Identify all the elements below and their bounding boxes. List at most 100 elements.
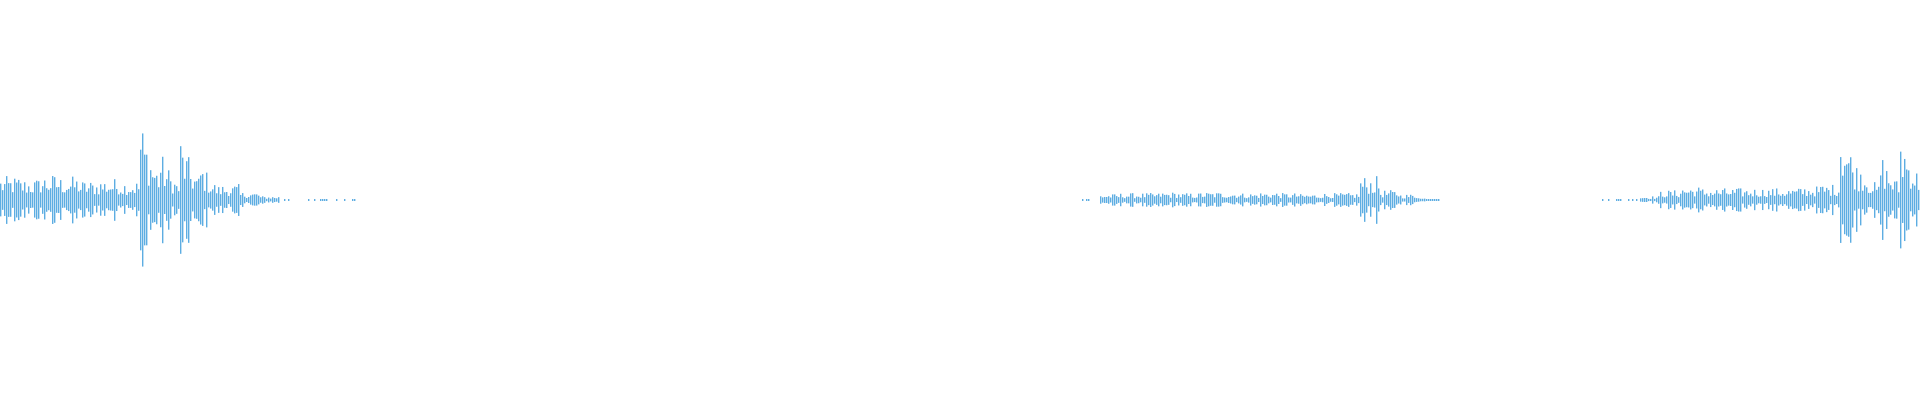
waveform-sample-bar bbox=[1796, 191, 1798, 209]
waveform-sample-bar bbox=[1344, 194, 1346, 206]
waveform-sample-bar bbox=[1400, 195, 1402, 205]
waveform-sample-bar bbox=[1724, 188, 1726, 212]
waveform-sample-bar bbox=[1692, 191, 1694, 209]
waveform-sample-bar bbox=[1178, 194, 1180, 206]
waveform-sample-bar bbox=[1322, 197, 1324, 203]
waveform-sample-bar bbox=[1892, 189, 1894, 211]
waveform-sample-bar bbox=[1628, 199, 1630, 201]
waveform-sample-bar bbox=[1780, 195, 1782, 205]
waveform-sample-bar bbox=[1346, 194, 1348, 206]
waveform-sample-bar bbox=[1384, 190, 1386, 210]
waveform-sample-bar bbox=[1298, 196, 1300, 204]
waveform-sample-bar bbox=[266, 198, 268, 202]
waveform-sample-bar bbox=[194, 181, 196, 219]
waveform-sample-bar bbox=[1360, 183, 1362, 217]
waveform-sample-bar bbox=[250, 195, 252, 205]
waveform-sample-bar bbox=[1730, 193, 1732, 207]
waveform-sample-bar bbox=[188, 157, 190, 243]
waveform-sample-bar bbox=[1140, 197, 1142, 203]
waveform-sample-bar bbox=[1232, 195, 1234, 205]
waveform-sample-bar bbox=[1134, 198, 1136, 202]
waveform-sample-bar bbox=[1138, 196, 1140, 204]
waveform-sample-bar bbox=[240, 194, 242, 206]
waveform-sample-bar bbox=[1788, 191, 1790, 209]
waveform-sample-bar bbox=[1142, 193, 1144, 207]
waveform-sample-bar bbox=[1198, 193, 1200, 207]
waveform-sample-bar bbox=[1902, 177, 1904, 223]
waveform-sample-bar bbox=[1336, 194, 1338, 206]
waveform-sample-bar bbox=[1144, 197, 1146, 203]
waveform-sample-bar bbox=[1292, 195, 1294, 205]
waveform-sample-bar bbox=[1130, 193, 1132, 207]
waveform-sample-bar bbox=[256, 194, 258, 206]
waveform-sample-bar bbox=[140, 149, 142, 251]
waveform-sample-bar bbox=[24, 182, 26, 218]
waveform-sample-bar bbox=[1868, 192, 1870, 208]
waveform-sample-bar bbox=[1848, 163, 1850, 237]
waveform-sample-bar bbox=[1890, 185, 1892, 215]
waveform-sample-bar bbox=[208, 192, 210, 208]
waveform-sample-bar bbox=[1422, 198, 1424, 202]
waveform-sample-bar bbox=[1088, 199, 1090, 201]
waveform-sample-bar bbox=[1262, 195, 1264, 205]
waveform-sample-bar bbox=[284, 199, 286, 201]
waveform-sample-bar bbox=[1608, 199, 1610, 201]
waveform-sample-bar bbox=[34, 182, 36, 218]
waveform-sample-bar bbox=[216, 193, 218, 207]
waveform-sample-bar bbox=[1404, 198, 1406, 202]
waveform-sample-bar bbox=[1286, 194, 1288, 206]
waveform-sample-bar bbox=[178, 191, 180, 209]
waveform-sample-bar bbox=[1176, 197, 1178, 203]
waveform-sample-bar bbox=[1114, 194, 1116, 206]
waveform-sample-bar bbox=[1226, 197, 1228, 203]
waveform-sample-bar bbox=[1738, 188, 1740, 212]
waveform-sample-bar bbox=[1798, 188, 1800, 212]
waveform-sample-bar bbox=[114, 179, 116, 221]
waveform-sample-bar bbox=[1838, 192, 1840, 208]
waveform-sample-bar bbox=[1164, 194, 1166, 206]
waveform-sample-bar bbox=[154, 177, 156, 223]
waveform-sample-bar bbox=[252, 194, 254, 206]
waveform-sample-bar bbox=[1754, 189, 1756, 211]
waveform-sample-bar bbox=[1888, 183, 1890, 217]
waveform-sample-bar bbox=[1720, 194, 1722, 206]
waveform-sample-bar bbox=[76, 181, 78, 219]
waveform-sample-bar bbox=[78, 191, 80, 209]
waveform-sample-bar bbox=[120, 192, 122, 208]
waveform-sample-bar bbox=[1656, 197, 1658, 203]
waveform-sample-bar bbox=[1886, 171, 1888, 229]
waveform-sample-bar bbox=[14, 178, 16, 222]
waveform-sample-bar bbox=[1648, 198, 1650, 202]
waveform-sample-bar bbox=[0, 183, 2, 217]
waveform-sample-bar bbox=[1882, 160, 1884, 240]
waveform-sample-bar bbox=[1744, 192, 1746, 208]
waveform-sample-bar bbox=[1342, 194, 1344, 206]
waveform-sample-bar bbox=[130, 192, 132, 208]
waveform-sample-bar bbox=[1426, 199, 1428, 201]
waveform-sample-bar bbox=[1348, 193, 1350, 207]
waveform-sample-bar bbox=[1216, 193, 1218, 207]
waveform-sample-bar bbox=[260, 197, 262, 203]
waveform-sample-bar bbox=[1370, 183, 1372, 217]
waveform-sample-bar bbox=[354, 199, 356, 201]
waveform-sample-bar bbox=[224, 192, 226, 208]
waveform-sample-bar bbox=[228, 195, 230, 205]
waveform-sample-bar bbox=[1106, 196, 1108, 204]
waveform-sample-bar bbox=[1678, 197, 1680, 203]
waveform-sample-bar bbox=[230, 193, 232, 207]
waveform-sample-bar bbox=[1642, 198, 1644, 202]
waveform-sample-bar bbox=[1864, 185, 1866, 215]
waveform-sample-bar bbox=[242, 193, 244, 207]
waveform-sample-bar bbox=[1784, 195, 1786, 205]
waveform-sample-bar bbox=[1694, 196, 1696, 204]
waveform-sample-bar bbox=[128, 192, 130, 208]
waveform-sample-bar bbox=[1668, 190, 1670, 210]
waveform-sample-bar bbox=[1272, 194, 1274, 206]
waveform-sample-bar bbox=[1188, 195, 1190, 205]
waveform-sample-bar bbox=[1212, 194, 1214, 206]
waveform-sample-bar bbox=[1860, 174, 1862, 226]
waveform-sample-bar bbox=[1302, 195, 1304, 205]
waveform-sample-bar bbox=[1326, 196, 1328, 204]
waveform-sample-bar bbox=[1388, 193, 1390, 207]
